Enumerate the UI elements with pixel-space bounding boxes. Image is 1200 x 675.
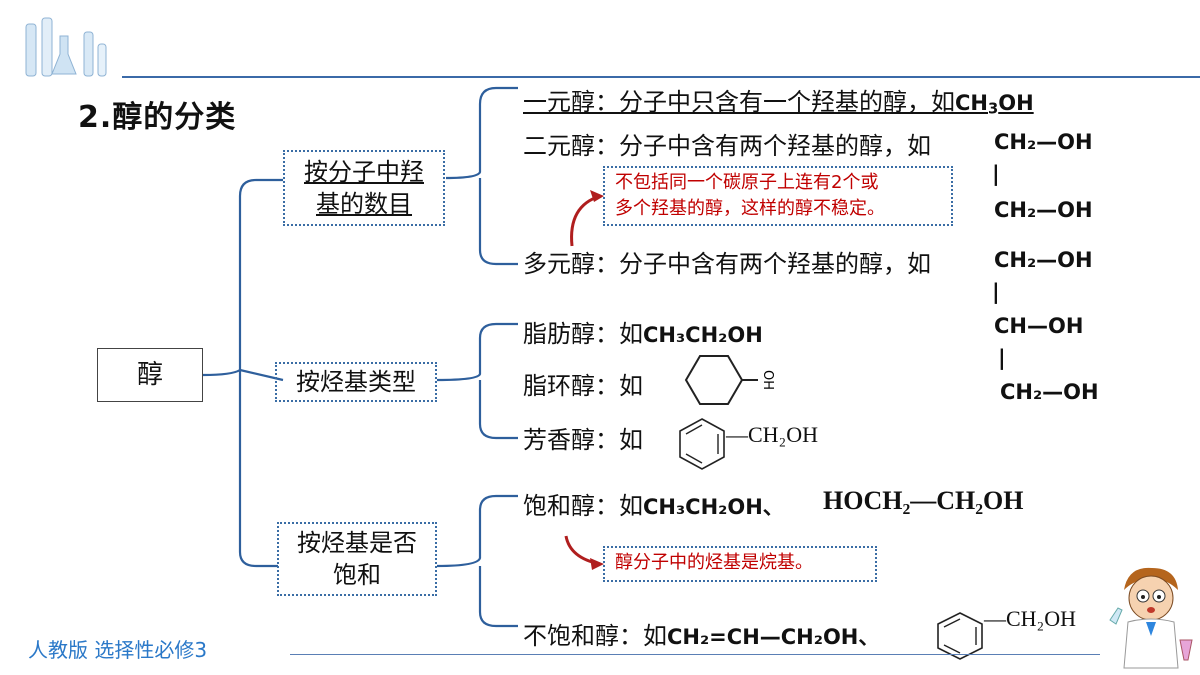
aliphatic-text: 脂肪醇：如	[523, 320, 643, 348]
unstable-note-line2: 多个羟基的醇，这样的醇不稳定。	[615, 198, 885, 219]
glycol-bond: |	[992, 162, 1000, 186]
header-divider	[122, 76, 1200, 78]
unsaturated-group: —CH₂OH	[984, 606, 1077, 631]
monohydric-text: 一元醇：分子中只含有一个羟基的醇，如	[523, 88, 955, 116]
aromatic-group: —CH₂OH	[726, 422, 819, 447]
saturated-text: 饱和醇：如	[523, 492, 643, 520]
glycol-bottom: CH₂—OH	[994, 198, 1093, 222]
glycerol-line2: CH—OH	[994, 314, 1084, 338]
alkyl-note: 醇分子中的烃基是烷基。	[603, 546, 877, 582]
dihydric-text: 二元醇：分子中含有两个羟基的醇，如	[523, 132, 931, 160]
category-hydroxyl-count-line1: 按分子中羟	[304, 158, 424, 186]
category-hydroxyl-count: 按分子中羟 基的数目	[283, 150, 445, 226]
root-label: 醇	[136, 360, 163, 390]
alicyclic-alcohol-item: 脂环醇：如	[523, 366, 643, 401]
saturated-alcohol-item: 饱和醇：如CH₃CH₂OH、	[523, 486, 784, 521]
glycol-top: CH₂—OH	[994, 130, 1093, 154]
category-hydrocarbon-type-label: 按烃基类型	[296, 368, 416, 396]
category-saturation: 按烃基是否 饱和	[277, 522, 437, 596]
footer-divider	[290, 654, 1100, 655]
unsaturated-text: 不饱和醇：如	[523, 622, 667, 650]
scientist-cartoon-icon	[1109, 567, 1193, 669]
benzene-ring-icon-2	[937, 612, 983, 660]
page-title: 2.醇的分类	[78, 100, 237, 135]
cyclohexanol-structure: OH	[684, 355, 775, 405]
glycerol-bond1: |	[992, 280, 1000, 304]
polyhydric-text: 多元醇：分子中含有两个羟基的醇，如	[523, 250, 931, 278]
category-hydrocarbon-type: 按烃基类型	[275, 362, 437, 402]
cyclohexanol-oh: OH	[760, 370, 775, 390]
unstable-note: 不包括同一个碳原子上连有2个或 多个羟基的醇，这样的醇不稳定。	[603, 166, 953, 226]
aromatic-text: 芳香醇：如	[523, 426, 643, 454]
monohydric-formula-b: OH	[998, 91, 1034, 115]
glycerol-bond2: |	[998, 346, 1006, 370]
unstable-note-line1: 不包括同一个碳原子上连有2个或	[615, 172, 879, 193]
dihydric-alcohol-item: 二元醇：分子中含有两个羟基的醇，如	[523, 126, 931, 161]
monohydric-formula: CH3OH	[955, 91, 1034, 118]
aliphatic-formula: CH₃CH₂OH	[643, 323, 763, 347]
glycerol-line1: CH₂—OH	[994, 248, 1093, 272]
category-hydroxyl-count-line2: 基的数目	[316, 190, 412, 218]
footer-textbook-label: 人教版 选择性必修3	[28, 638, 208, 662]
alkyl-note-text: 醇分子中的烃基是烷基。	[615, 552, 813, 573]
glycerol-line3: CH₂—OH	[1000, 380, 1099, 404]
aromatic-alcohol-item: 芳香醇：如	[523, 420, 643, 455]
saturated-formula1: CH₃CH₂OH、	[643, 495, 784, 519]
polyhydric-alcohol-item: 多元醇：分子中含有两个羟基的醇，如	[523, 244, 931, 279]
category-saturation-line1: 按烃基是否	[297, 529, 417, 557]
benzene-ring-icon	[679, 418, 725, 470]
saturated-formula2: HOCH₂—CH₂OH	[823, 486, 1024, 515]
root-node-alcohol: 醇	[97, 348, 203, 402]
unsaturated-formula: CH₂=CH—CH₂OH、	[667, 625, 880, 649]
monohydric-formula-sub: 3	[988, 100, 999, 118]
alicyclic-text: 脂环醇：如	[523, 372, 643, 400]
unsaturated-alcohol-item: 不饱和醇：如CH₂=CH—CH₂OH、	[523, 616, 879, 651]
monohydric-alcohol-item: 一元醇：分子中只含有一个羟基的醇，如CH3OH	[523, 82, 1034, 118]
category-saturation-line2: 饱和	[333, 561, 381, 589]
monohydric-formula-a: CH	[955, 91, 988, 115]
aliphatic-alcohol-item: 脂肪醇：如CH₃CH₂OH	[523, 314, 763, 349]
lab-glassware-icon	[25, 17, 107, 77]
